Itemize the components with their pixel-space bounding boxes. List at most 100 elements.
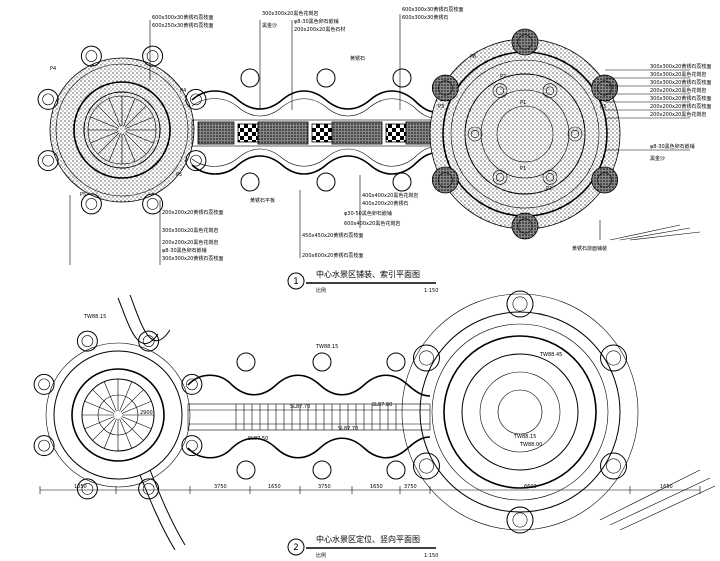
walkway-pod <box>240 68 260 88</box>
plan2-elevations: SL87.70 SL87.70 SL87.50 SL87.80 TW88.15 … <box>83 314 562 448</box>
plaza-lobe-inner <box>142 335 155 347</box>
plaza-lobe-inner <box>545 173 555 182</box>
dim-3: 1650 <box>268 484 281 490</box>
mark-10: P1 <box>520 166 526 172</box>
plaza-lobe-inner <box>85 198 98 210</box>
callout-top-8: 600x300x30黄锈石 <box>402 14 448 21</box>
callout-top-3: φ8-30黑色卵石嵌铺 <box>294 18 339 25</box>
plaza-spoke <box>119 381 133 412</box>
plaza-lobe <box>567 126 583 142</box>
plaza-lobe-inner <box>186 378 198 391</box>
callout-bottom-6: 200x600x20黄锈石荔枝面 <box>302 252 363 259</box>
plaza-lobe <box>80 193 102 215</box>
callout-right-4: 300x300x20黄锈石荔枝面 <box>650 95 711 102</box>
plaza-lobe <box>138 478 160 500</box>
plaza-lobe <box>431 166 459 194</box>
plan1-callouts: 600x300x30黄锈石荔枝面 600x250x30黄锈石荔枝面 300x30… <box>152 6 711 262</box>
walkway-pod <box>392 68 412 88</box>
mark-2: P5 <box>80 192 86 198</box>
plaza-lobe <box>600 344 628 372</box>
plaza-lobe-inner <box>545 86 555 95</box>
plaza-lobe-inner <box>570 129 580 139</box>
callout-right-5: 200x200x20黄锈石荔枝面 <box>650 103 711 110</box>
callout-top-1: 600x250x30黄锈石荔枝面 <box>152 22 213 29</box>
plaza-lobe <box>76 330 98 352</box>
plaza-lobe <box>506 290 534 318</box>
plaza-lobe <box>431 74 459 102</box>
plaza-spoke <box>123 133 136 162</box>
dim-0: 2900 <box>140 410 153 416</box>
mark-9: P1 <box>520 100 526 106</box>
callout-bottom-2: 400x200x20黄锈石 <box>362 200 408 207</box>
callout-right-6: 200x200x20黑色花岗岩 <box>650 111 706 118</box>
plan-2: 2900 1050 3750 1650 3750 1650 3750 6600 … <box>33 290 701 559</box>
elev-6: TW88.15 <box>513 434 536 440</box>
callout-bottom-3: φ30-50黑色卵石嵌铺 <box>344 210 392 217</box>
plaza-lobe <box>185 150 207 172</box>
callout-top-6: 黄锈石 <box>350 55 365 62</box>
plan2-trails <box>117 294 186 551</box>
plaza-lobe-inner <box>146 198 159 210</box>
plan1-scale-prefix: 比例 <box>316 287 326 294</box>
plaza-lobe <box>181 373 203 395</box>
plaza-lobe-inner <box>517 34 533 50</box>
plaza-spoke <box>90 116 119 129</box>
mark-0: P4 <box>50 66 56 72</box>
plan1-scale: 1:150 <box>424 288 438 294</box>
plaza-lobe-inner <box>81 335 94 347</box>
dim-7: 6600 <box>524 484 537 490</box>
plaza-lobe-inner <box>597 172 613 188</box>
corner-hatch <box>599 224 716 531</box>
callout-bottom-1: 400x400x20黑色花岗岩 <box>362 192 418 199</box>
callout-right-8: 黑金沙 <box>650 155 665 162</box>
callout-bottom-4: 600x400x20黑色花岗岩 <box>344 220 400 227</box>
plan-marks: P4 P4 P5 P5 P6 P3 P3 P2 P2 P1 P1 <box>50 54 606 198</box>
walkway-pod <box>316 68 336 88</box>
plaza-spoke <box>92 417 116 441</box>
plaza-spoke <box>121 416 152 430</box>
callout-top-2: 300x300x20黑色花岗岩 <box>262 10 318 17</box>
plaza-lobe <box>412 344 440 372</box>
plaza-lobe <box>37 150 59 172</box>
plaza-spoke <box>119 418 133 449</box>
plaza-lobe-inner <box>495 173 505 182</box>
plaza-lobe <box>511 212 539 240</box>
plaza-spoke <box>124 105 147 128</box>
elev-1: SL87.70 <box>338 426 358 432</box>
plaza-spoke <box>90 131 119 144</box>
callout-top-0: 600x300x30黄锈石荔枝面 <box>152 14 213 21</box>
mark-7: P2 <box>500 74 506 80</box>
walkway-pod <box>312 352 332 372</box>
plaza-lobe-inner <box>512 296 528 312</box>
elev-4: TW88.15 <box>83 314 106 320</box>
plaza-lobe-inner <box>495 86 505 95</box>
plaza-lobe-inner <box>597 80 613 96</box>
mark-3: P5 <box>176 172 182 178</box>
plaza-lobe-inner <box>190 93 202 106</box>
plaza-spoke <box>84 400 115 414</box>
callout-right-3: 200x200x20黑色花岗岩 <box>650 87 706 94</box>
plaza-lobe-inner <box>190 154 202 167</box>
plaza-spoke <box>125 131 154 144</box>
plaza-spoke <box>103 381 117 412</box>
plan1-right-plaza <box>429 28 621 240</box>
plaza-lobe-inner <box>419 458 434 474</box>
mark-5: P3 <box>438 104 444 110</box>
callout-right-2: 300x300x20黄锈石荔枝面 <box>650 79 711 86</box>
walkway-pod <box>316 172 336 192</box>
plan1-walkway <box>191 68 437 192</box>
walkway-pod <box>386 352 406 372</box>
mark-8: P2 <box>546 186 552 192</box>
plan2-title-block: 2 中心水景区定位、竖向平面图 比例 1:150 <box>287 534 438 559</box>
plaza-lobe <box>76 478 98 500</box>
callout-right-9: 黄锈石烧面铺装 <box>572 245 607 252</box>
elev-0: SL87.70 <box>290 404 310 410</box>
mark-4: P6 <box>470 54 476 60</box>
mark-1: P4 <box>180 88 186 94</box>
callout-left-4: 300x300x20黄锈石荔枝面 <box>162 255 223 262</box>
dim-4: 3750 <box>318 484 331 490</box>
plan1-number: 1 <box>293 277 299 287</box>
elev-7: TW88.00 <box>519 442 542 448</box>
plaza-lobe <box>181 435 203 457</box>
